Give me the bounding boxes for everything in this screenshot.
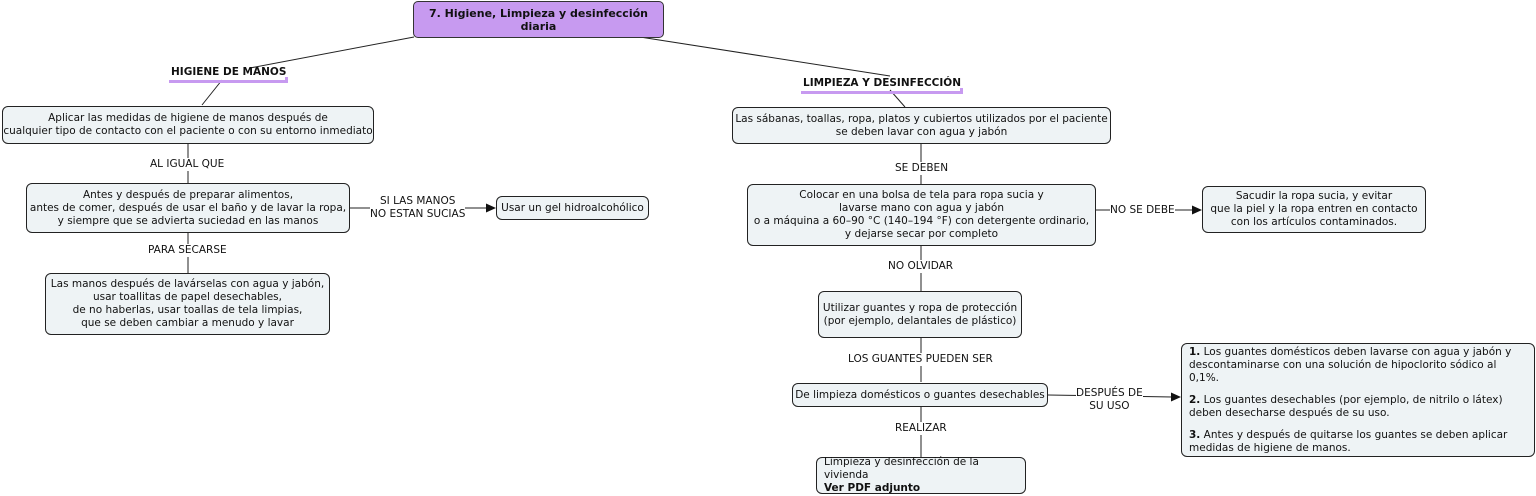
- node-line: Las sábanas, toallas, ropa, platos y cub…: [735, 112, 1108, 125]
- node-line: Utilizar guantes y ropa de protección: [822, 301, 1018, 314]
- step-text: deben desecharse después de su uso.: [1189, 406, 1390, 419]
- node-line: y siempre que se advierta suciedad en la…: [57, 214, 319, 227]
- root-topic[interactable]: 7. Higiene, Limpieza y desinfección diar…: [413, 1, 664, 38]
- node-line: Colocar en una bolsa de tela para ropa s…: [799, 189, 1044, 201]
- node-line: usar toallitas de papel desechables,: [92, 291, 282, 303]
- arrowhead-hand-gel: [486, 203, 496, 213]
- arrowhead-no-shake: [1192, 205, 1202, 215]
- step-2: 2. Los guantes desechables (por ejemplo,…: [1189, 394, 1527, 420]
- node-line: que se deben cambiar a menudo y lavar: [81, 317, 294, 329]
- step-3: 3. Antes y después de quitarse los guant…: [1189, 429, 1527, 455]
- topic-underline: [801, 88, 963, 94]
- label-realizar: REALIZAR: [895, 422, 947, 435]
- topic-label: HIGIENE DE MANOS: [171, 66, 287, 78]
- node-gloves-protection[interactable]: Utilizar guantes y ropa de protección (p…: [818, 291, 1022, 338]
- node-dry-hands[interactable]: Las manos después de lavárselas con agua…: [45, 273, 330, 335]
- node-line: Las manos después de lavárselas con agua…: [50, 278, 325, 290]
- node-line: y dejarse secar por completo: [844, 228, 999, 240]
- node-home-cleaning[interactable]: Limpieza y desinfección de la vivienda V…: [816, 456, 1026, 494]
- label-no-se-debe: NO SE DEBE: [1110, 204, 1175, 217]
- label-si-las-manos: SI LAS MANOS NO ESTAN SUCIAS: [370, 195, 466, 221]
- node-hand-gel[interactable]: Usar un gel hidroalcohólico: [496, 196, 649, 220]
- connector-root-left: [249, 36, 415, 69]
- step-text: medidas de higiene de manos.: [1189, 441, 1351, 454]
- label-para-secarse: PARA SECARSE: [148, 244, 227, 257]
- connector-root-right: [639, 36, 891, 77]
- node-line: antes de comer, después de usar el baño …: [29, 201, 347, 214]
- node-glove-types[interactable]: De limpieza domésticos o guantes desecha…: [792, 383, 1048, 407]
- step-text: Antes y después de quitarse los guantes …: [1200, 428, 1508, 441]
- node-line: Antes y después de preparar alimentos,: [82, 188, 294, 201]
- topic-higiene-de-manos[interactable]: HIGIENE DE MANOS: [169, 66, 289, 83]
- node-line: cualquier tipo de contacto con el pacien…: [3, 125, 373, 137]
- label-no-olvidar: NO OLVIDAR: [888, 260, 954, 273]
- node-line: Sacudir la ropa sucia, y evitar: [1235, 190, 1393, 202]
- label-despues-de-su-uso: DESPUÉS DE SU USO: [1076, 387, 1143, 413]
- node-line: Aplicar las medidas de higiene de manos …: [48, 112, 328, 124]
- root-title: 7. Higiene, Limpieza y desinfección diar…: [429, 6, 648, 33]
- label-al-igual-que: AL IGUAL QUE: [150, 158, 225, 171]
- step-number: 3.: [1189, 428, 1201, 441]
- node-line: con los artículos contaminados.: [1230, 216, 1398, 228]
- node-apply-hand-hygiene[interactable]: Aplicar las medidas de higiene de manos …: [2, 106, 374, 144]
- node-glove-steps[interactable]: 1. Los guantes domésticos deben lavarse …: [1181, 343, 1535, 457]
- step-1: 1. Los guantes domésticos deben lavarse …: [1189, 346, 1527, 385]
- node-line: (por ejemplo, delantales de plástico): [823, 314, 1017, 327]
- node-laundry-bag[interactable]: Colocar en una bolsa de tela para ropa s…: [747, 184, 1096, 246]
- label-line: SI LAS MANOS: [379, 195, 456, 207]
- node-line: Limpieza y desinfección de la vivienda: [824, 456, 979, 481]
- node-line: que la piel y la ropa entren en contacto: [1210, 203, 1418, 215]
- step-text: Los guantes domésticos deben lavarse con…: [1200, 345, 1512, 358]
- connector-left-topic: [201, 79, 223, 106]
- label-line: DESPUÉS DE: [1076, 387, 1143, 399]
- step-text: descontaminarse con una solución de hipo…: [1189, 358, 1497, 384]
- step-number: 2.: [1189, 393, 1201, 406]
- node-line: se deben lavar con agua y jabón: [835, 125, 1008, 138]
- node-line: De limpieza domésticos o guantes desecha…: [795, 388, 1045, 401]
- topic-limpieza-y-desinfeccion[interactable]: LIMPIEZA Y DESINFECCIÓN: [801, 77, 963, 94]
- topic-underline: [169, 77, 289, 83]
- step-number: 1.: [1189, 345, 1201, 358]
- topic-label: LIMPIEZA Y DESINFECCIÓN: [803, 77, 961, 89]
- node-line: Usar un gel hidroalcohólico: [501, 201, 644, 214]
- node-line: o a máquina a 60–90 °C (140–194 °F) con …: [753, 215, 1090, 227]
- label-se-deben: SE DEBEN: [895, 162, 949, 175]
- pdf-link[interactable]: Ver PDF adjunto: [824, 482, 921, 494]
- label-los-guantes-pueden-ser: LOS GUANTES PUEDEN SER: [848, 353, 993, 366]
- node-do-not-shake[interactable]: Sacudir la ropa sucia, y evitar que la p…: [1202, 186, 1426, 233]
- node-line: lavarse mano con agua y jabón: [838, 202, 1005, 214]
- node-wash-linens[interactable]: Las sábanas, toallas, ropa, platos y cub…: [732, 107, 1111, 144]
- node-before-after-food[interactable]: Antes y después de preparar alimentos, a…: [26, 183, 350, 233]
- step-text: Los guantes desechables (por ejemplo, de…: [1200, 393, 1503, 406]
- label-line: NO ESTAN SUCIAS: [370, 208, 466, 220]
- label-line: SU USO: [1089, 400, 1130, 412]
- node-line: de no haberlas, usar toallas de tela lim…: [72, 304, 303, 316]
- arrowhead-gloves-steps: [1171, 392, 1181, 402]
